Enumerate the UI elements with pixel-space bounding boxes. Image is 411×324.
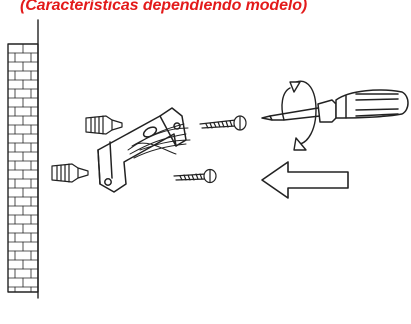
brick-wall [7, 19, 39, 299]
screw [199, 115, 247, 131]
model-note-caption: (Características dependiendo modelo) [20, 0, 308, 14]
direction-arrow [261, 161, 349, 199]
wall-plug [85, 115, 123, 135]
cable-bundle [127, 123, 191, 159]
wall-plug [51, 163, 89, 183]
screw [173, 168, 217, 184]
rotation-arrow [281, 80, 317, 151]
mounting-bracket [97, 107, 187, 193]
